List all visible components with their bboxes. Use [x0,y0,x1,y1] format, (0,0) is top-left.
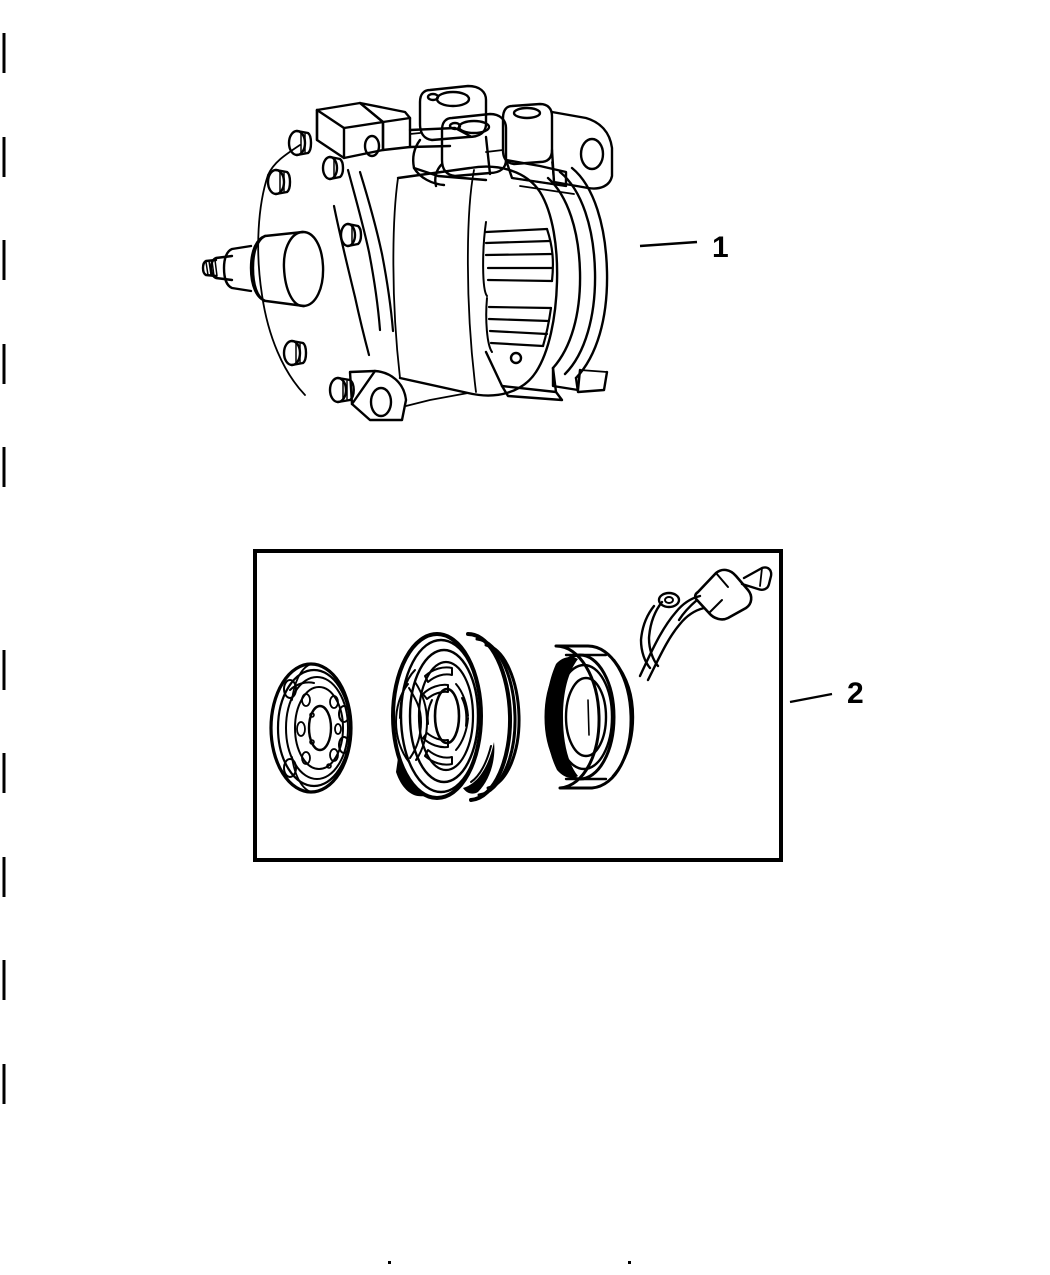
compressor-bottom-pad [484,350,564,402]
body-seam [466,169,477,393]
fin-group-cap-lower [541,306,553,348]
bolt-strut-mid [339,222,363,248]
callout-1-leader [639,240,698,248]
bolt-mid-left [321,155,345,181]
compressor-body-front-edge [392,177,401,379]
page-bottom-dots [388,1261,631,1264]
compressor-assembly [201,84,614,422]
mounting-foot-hole [369,386,393,418]
clutch-pulley [391,632,521,802]
bracket-link-upper [409,132,421,135]
rear-mounting-flange [257,174,306,396]
bracket-strut-lower [332,204,371,357]
rear-head-inner-1 [558,170,597,376]
mounting-foot-lower [348,369,408,422]
bolt-upper-left [287,129,313,157]
manifold-port-block [412,84,614,195]
pulley-rim-shadow [396,758,428,797]
callout-1-label: 1 [712,231,729,264]
rear-flange-edge [267,144,301,176]
coil-center-bore [564,676,608,758]
bracket-strut-upper [346,168,382,332]
callout-2: 2 [789,677,864,710]
manifold-bolt-hole [579,137,605,171]
cylinder-cooling-fins [484,227,554,348]
rear-head-outer [570,166,609,380]
bracket-link-lower [405,392,469,407]
coil-wire-lead [638,566,773,682]
bracket-strut-upper-inner [358,170,395,333]
fin-band-boundary-lower [485,297,493,353]
clutch-assembly [269,566,773,802]
clutch-plate-hub [269,662,353,794]
pulley-groove-shadow [463,742,495,794]
rear-head-inner-2 [546,176,582,370]
clutch-detail-frame [253,549,783,862]
bolt-left-mid [266,168,292,196]
fin-group-cap-upper [545,227,555,283]
wire-grommet [657,591,681,609]
fin-band-boundary-upper [482,221,488,297]
hub-center-bore [307,704,333,752]
compressor-drive-hub [201,230,325,308]
bracket-bolt-hole-1 [363,134,381,158]
callout-1: 1 [639,231,729,264]
bottom-pad-hole [509,351,523,365]
coil-face-shadow [546,656,578,778]
bolt-lower-left [282,339,308,367]
callout-2-label: 2 [847,677,864,710]
callout-2-leader [789,692,833,704]
